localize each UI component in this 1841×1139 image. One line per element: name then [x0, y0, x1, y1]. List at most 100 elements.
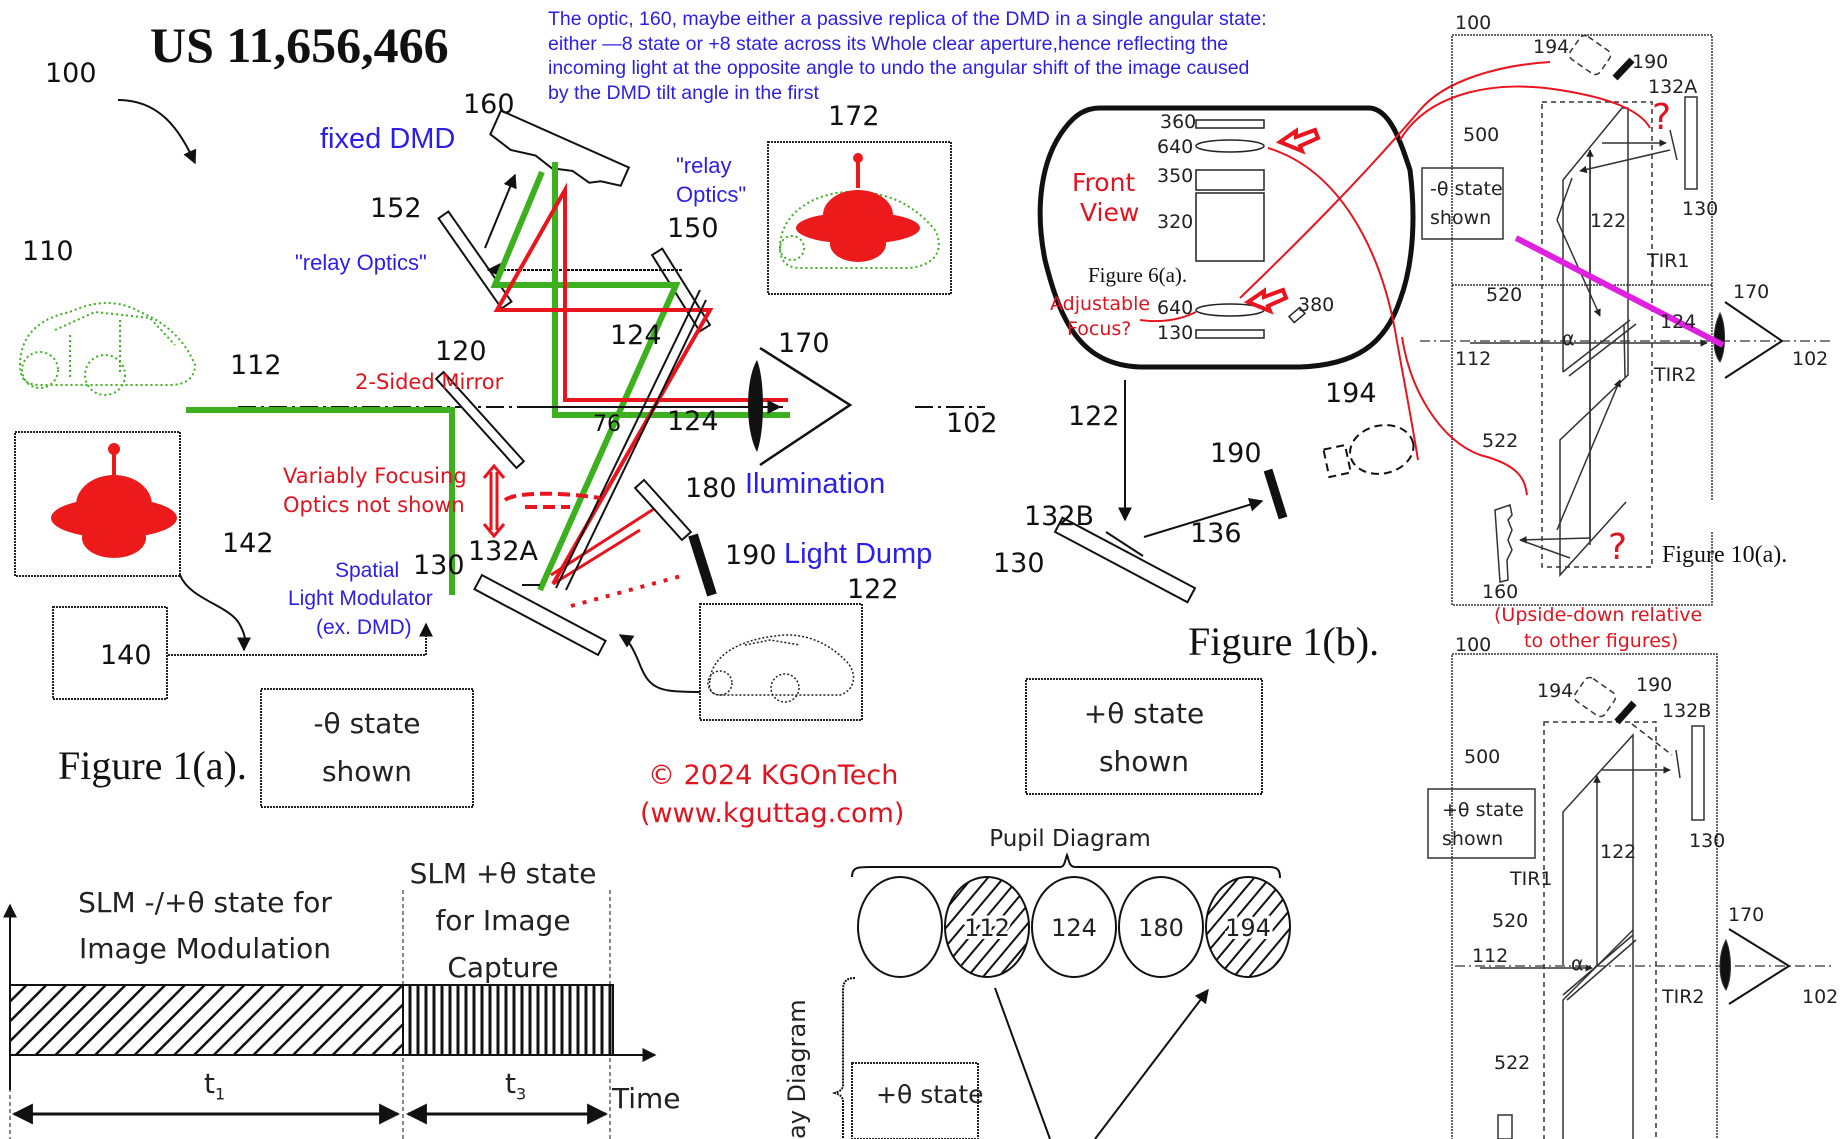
eye-170-10a-icon [1713, 301, 1784, 379]
ref-112-10a: 112 [1455, 348, 1492, 370]
time-axis-label: Time [612, 1082, 681, 1115]
ref-alpha-10b: α [1571, 953, 1584, 975]
ref-150: 150 [667, 213, 719, 244]
ref-102: 102 [946, 408, 998, 439]
ref-170: 170 [778, 328, 830, 359]
virtual-image-car-green [18, 302, 197, 396]
state-box-1a-line2: shown [321, 755, 413, 788]
captured-car-icon [707, 634, 855, 703]
pupil-circle [1205, 876, 1291, 978]
ref-132a-10a: 132A [1648, 76, 1698, 98]
ref-180: 180 [685, 473, 737, 504]
ref-152: 152 [370, 193, 422, 224]
phase2-label-line1: SLM +θ state [409, 857, 597, 890]
ref-190-1b: 190 [1210, 438, 1262, 469]
ref-350: 350 [1157, 165, 1194, 187]
ref-112-10b: 112 [1472, 945, 1509, 967]
ref-522-10a: 522 [1482, 430, 1519, 452]
ref-172: 172 [828, 101, 880, 132]
ref-160-10a: 160 [1482, 581, 1519, 603]
label-two-sided-mirror: 2-Sided Mirror [355, 370, 504, 394]
ref-122-10b: 122 [1600, 841, 1637, 863]
t1-label: t1 [204, 1070, 225, 1103]
ref-124-10a: 124 [1660, 311, 1697, 333]
label-relay-optics-left: "relay Optics" [295, 250, 427, 275]
ref-102-10a: 102 [1792, 348, 1829, 370]
label-slm-3: (ex. DMD) [316, 616, 412, 639]
ref-122: 122 [847, 574, 899, 605]
state-box-1b [1025, 678, 1263, 795]
ref-124-upper: 124 [610, 320, 662, 351]
controller-box [52, 606, 168, 700]
captured-image-box [699, 603, 863, 721]
state-box-1b-line1: +θ state [1083, 697, 1205, 730]
label-variably-focusing-2: Optics not shown [283, 493, 465, 517]
ray-diagram-label: ay Diagram [783, 999, 811, 1139]
pupil-label: 112 [964, 914, 1010, 942]
label-light-dump: Light Dump [784, 538, 933, 570]
phase2-label-line2: for Image [435, 904, 571, 937]
ref-132a: 132A [468, 536, 539, 567]
figure-10a [1399, 34, 1830, 606]
eye-170-10b-icon [1719, 928, 1791, 1005]
state-box-1a-line1: -θ state [313, 707, 421, 740]
slm-130 [473, 573, 607, 657]
upside-down-note-1: (Upside-down relative [1494, 604, 1703, 626]
label-focus: Focus? [1067, 318, 1132, 340]
state-box-10b-line2: shown [1442, 828, 1504, 850]
pupil-circle [1031, 876, 1117, 978]
phase1-label-line2: Image Modulation [79, 932, 331, 965]
ref-320: 320 [1157, 211, 1194, 233]
variable-focus-arrow [482, 463, 601, 539]
light-dump-190 [688, 533, 717, 597]
ref-140: 140 [100, 640, 152, 671]
ref-132b-10b: 132B [1662, 700, 1712, 722]
ufo-icon [51, 443, 177, 558]
ref-500-10a: 500 [1463, 124, 1500, 146]
copyright-line1: © 2024 KGOnTech [648, 760, 899, 791]
figure-1b-caption: Figure 1(b). [1188, 619, 1380, 664]
phase1-label: SLM -/+θ state for Image Modulation [50, 880, 360, 972]
question-mark-top: ? [1652, 97, 1672, 138]
ref-100-arrow [117, 99, 197, 165]
ref-tir2-10a: TIR2 [1654, 364, 1697, 386]
figure-6a-caption: Figure 6(a). [1088, 263, 1188, 287]
ref-136: 136 [1190, 518, 1242, 549]
ref-130-1b: 130 [993, 548, 1045, 579]
state-box-1a [260, 688, 474, 808]
ref-130-6a: 130 [1157, 322, 1194, 344]
ref-194-10b: 194 [1537, 680, 1574, 702]
t1-subscript: 1 [214, 1084, 226, 1104]
pupil-label: 194 [1225, 914, 1271, 942]
ref-190: 190 [725, 540, 777, 571]
pupil-diagram-title: Pupil Diagram [989, 826, 1151, 852]
ref-130-10a: 130 [1682, 198, 1719, 220]
figure-1a-caption: Figure 1(a). [58, 743, 247, 788]
pupil-label: 124 [1051, 914, 1097, 942]
t3-symbol: t [505, 1067, 516, 1100]
ref-tir1-10b: TIR1 [1510, 868, 1553, 890]
t1-symbol: t [204, 1067, 215, 1100]
ref-190-10b: 190 [1636, 674, 1673, 696]
state-box-1b-text: +θ state shown [1026, 690, 1262, 786]
ref-194-1b: 194 [1325, 378, 1377, 409]
phase2-label-line3: Capture [447, 951, 559, 984]
state-box-10b-text: +θ state shown [1434, 796, 1524, 854]
ref-alpha-10a: α [1562, 328, 1575, 350]
state-box-10b-line1: +θ state [1442, 799, 1524, 821]
label-slm-1: Spatial [335, 559, 400, 582]
patent-number-title: US 11,656,466 [150, 17, 449, 73]
magenta-pointer [1514, 235, 1725, 348]
ref-76: 76 [593, 412, 621, 437]
green-ray-path [186, 407, 455, 595]
ref-120: 120 [435, 336, 487, 367]
t3-subscript: 3 [515, 1084, 527, 1104]
label-adjustable: Adjustable [1050, 293, 1151, 315]
ref-170-10b: 170 [1728, 904, 1765, 926]
phase2-label: SLM +θ state for Image Capture [403, 850, 603, 991]
ray-diagram-state: +θ state [876, 1080, 984, 1109]
ref-100: 100 [45, 58, 97, 89]
timing-diagram [2, 890, 657, 1139]
